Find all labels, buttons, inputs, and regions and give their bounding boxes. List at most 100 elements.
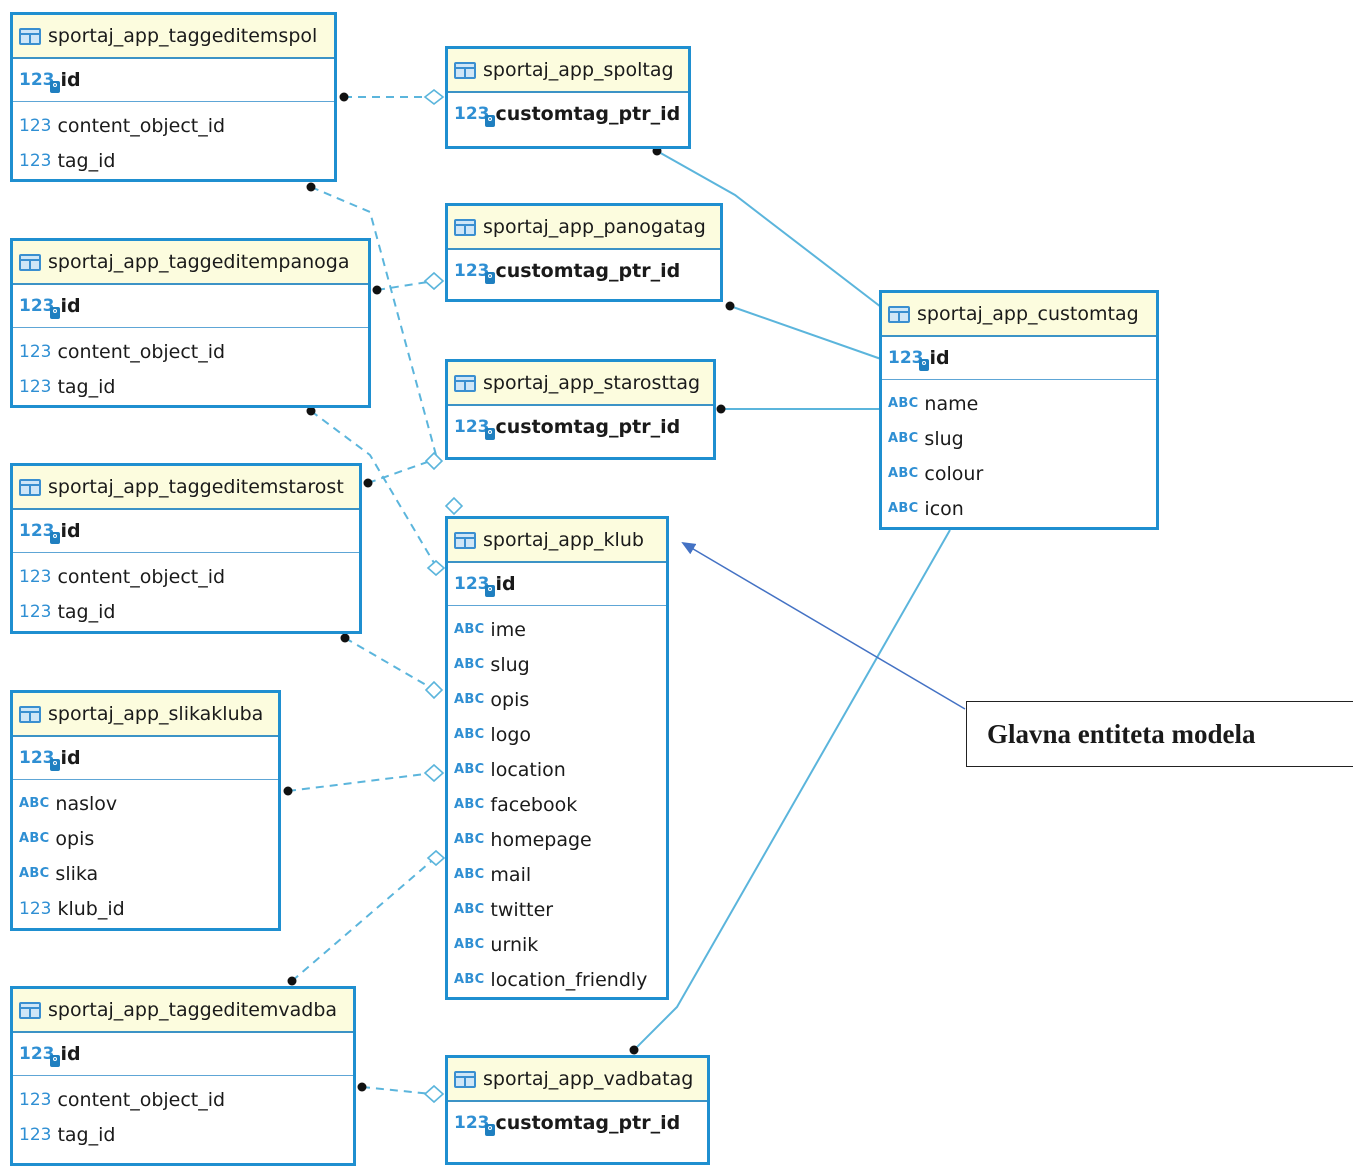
column-name: tag_id — [57, 149, 116, 172]
table-header[interactable]: sportaj_app_taggeditemvadba — [13, 989, 353, 1033]
endpoint-dot — [340, 633, 350, 643]
diamond-marker — [426, 849, 446, 867]
column-name: urnik — [490, 933, 539, 956]
numeric-type-icon: 123 — [19, 341, 52, 362]
primary-key-icon: 123 — [454, 104, 495, 127]
column-name: tag_id — [57, 375, 116, 398]
text-type-icon: ABC — [888, 396, 919, 411]
annotation-label: Glavna entiteta modela — [966, 701, 1353, 767]
text-type-icon: ABC — [888, 501, 919, 516]
relation-panogatag-customtag — [729, 305, 882, 360]
text-type-icon: ABC — [454, 762, 485, 777]
endpoint-dot — [629, 1045, 639, 1055]
primary-key-name: id — [60, 69, 81, 91]
relation-taggeditempanoga-klub — [310, 410, 438, 569]
column-name: mail — [490, 863, 532, 886]
table-header[interactable]: sportaj_app_vadbatag — [448, 1058, 707, 1102]
table-name: sportaj_app_starosttag — [483, 372, 701, 394]
column-name: slika — [55, 862, 99, 885]
endpoint-dot — [339, 92, 349, 102]
table-icon — [19, 27, 41, 45]
text-type-icon: ABC — [454, 622, 485, 637]
primary-key-name: customtag_ptr_id — [495, 103, 681, 125]
table-header[interactable]: sportaj_app_customtag — [882, 293, 1156, 337]
column-row[interactable]: ABC location — [448, 752, 666, 787]
text-type-icon: ABC — [888, 466, 919, 481]
text-type-icon: ABC — [19, 866, 50, 881]
numeric-type-icon: 123 — [19, 898, 52, 919]
primary-key-icon: 123 — [454, 417, 495, 440]
numeric-type-icon: 123 — [19, 150, 52, 171]
table-icon — [454, 61, 476, 79]
diamond-marker — [423, 88, 445, 106]
text-type-icon: ABC — [19, 831, 50, 846]
table-header[interactable]: sportaj_app_taggeditemspol — [13, 15, 334, 59]
column-name: logo — [490, 723, 532, 746]
relation-taggeditemvadba-klub — [291, 857, 436, 982]
table-header[interactable]: sportaj_app_klub — [448, 519, 666, 563]
table-name: sportaj_app_taggeditemspol — [48, 25, 318, 47]
table-header[interactable]: sportaj_app_taggeditemstarost — [13, 466, 359, 510]
table-header[interactable]: sportaj_app_panogatag — [448, 206, 720, 250]
column-name: location — [490, 758, 566, 781]
table-header[interactable]: sportaj_app_taggeditempanoga — [13, 241, 368, 285]
table-header[interactable]: sportaj_app_spoltag — [448, 49, 688, 93]
table-name: sportaj_app_taggeditempanoga — [48, 251, 350, 273]
table-header[interactable]: sportaj_app_starosttag — [448, 362, 713, 406]
endpoint-dot — [357, 1082, 367, 1092]
annotation-arrow — [681, 541, 966, 710]
text-type-icon: ABC — [454, 832, 485, 847]
table-header[interactable]: sportaj_app_slikakluba — [13, 693, 278, 737]
column-row[interactable]: ABC slika — [13, 856, 278, 891]
